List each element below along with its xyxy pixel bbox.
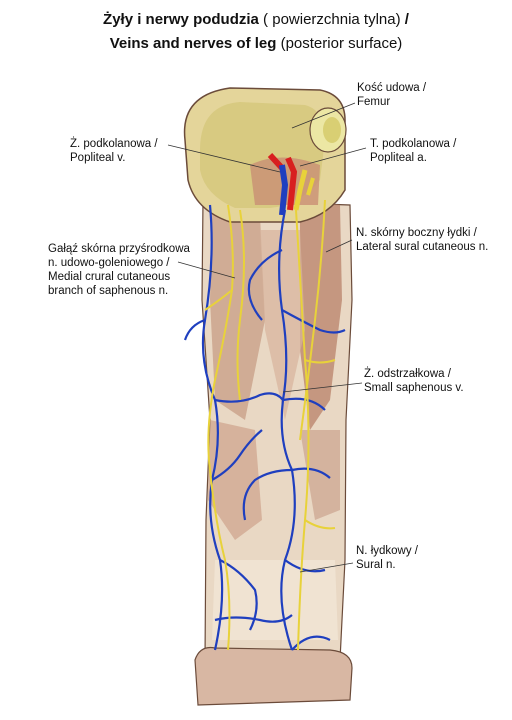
medial-vein bbox=[201, 204, 224, 651]
vein-branch-7 bbox=[211, 429, 263, 481]
lateral-sural-nerve bbox=[299, 199, 326, 441]
label-sural-pl: N. łydkowy / bbox=[356, 545, 418, 557]
vein-network bbox=[183, 204, 346, 651]
nerve-branch-b bbox=[304, 359, 336, 364]
label-sural: N. łydkowy / Sural n. bbox=[356, 544, 418, 572]
medial-crural-nerve bbox=[207, 204, 234, 471]
leader-small-saphenous bbox=[282, 382, 363, 393]
label-popliteal-vein: Ż. podkolanowa / Popliteal v. bbox=[70, 137, 158, 165]
label-small-saphenous-pl: Ż. odstrzałkowa / bbox=[364, 368, 451, 380]
label-medial-crural-3: Medial crural cutaneous bbox=[48, 271, 171, 283]
leader-lines bbox=[167, 102, 367, 573]
vein-branch-4 bbox=[214, 392, 284, 403]
nerve-branch-c bbox=[209, 469, 231, 651]
vein-branch-2 bbox=[281, 309, 346, 334]
label-sural-en: Sural n. bbox=[356, 559, 396, 571]
leader-lateral-sural bbox=[325, 239, 353, 253]
label-popliteal-vein-en: Popliteal v. bbox=[70, 152, 126, 164]
label-lateral-sural: N. skórny boczny łydki / Lateral sural c… bbox=[356, 226, 488, 254]
label-medial-crural-1: Gałąź skórna przyśrodkowa bbox=[48, 243, 190, 255]
leader-popliteal-vein bbox=[167, 144, 281, 173]
vein-branch-5 bbox=[242, 468, 293, 521]
tibial-nerve bbox=[293, 169, 308, 211]
popliteal-artery bbox=[285, 156, 298, 211]
vein-branch-11 bbox=[247, 248, 283, 321]
vein-branch-8 bbox=[284, 559, 326, 573]
title-english-bold: Veins and nerves of leg bbox=[109, 35, 277, 52]
label-small-saphenous: Ż. odstrzałkowa / Small saphenous v. bbox=[364, 367, 464, 395]
label-femur: Kość udowa / Femur bbox=[357, 81, 426, 109]
title-polish-light: ( powierzchnia tylna) bbox=[258, 11, 405, 28]
muscle-lateral bbox=[300, 200, 342, 430]
title-english: Veins and nerves of leg (posterior surfa… bbox=[0, 34, 512, 54]
nerve-branch-d bbox=[304, 519, 336, 530]
label-medial-crural: Gałąź skórna przyśrodkowa n. udowo-golen… bbox=[48, 242, 190, 298]
medial-crural-nerve-2 bbox=[236, 209, 245, 401]
label-popliteal-vein-pl: Ż. podkolanowa / bbox=[70, 138, 158, 150]
label-popliteal-artery-en: Popliteal a. bbox=[370, 152, 427, 164]
foot-base bbox=[194, 646, 353, 706]
label-popliteal-artery-pl: T. podkolanowa / bbox=[370, 138, 457, 150]
title-polish: Żyły i nerwy podudzia ( powierzchnia tyl… bbox=[0, 10, 512, 30]
vein-branch-1 bbox=[183, 318, 206, 341]
popliteal-vein bbox=[279, 164, 289, 216]
label-small-saphenous-en: Small saphenous v. bbox=[364, 382, 464, 394]
vein-branch-12 bbox=[214, 614, 293, 623]
leader-medial-crural bbox=[177, 261, 236, 279]
label-popliteal-artery: T. podkolanowa / Popliteal a. bbox=[370, 137, 456, 165]
title-slash: / bbox=[404, 11, 409, 28]
label-medial-crural-4: branch of saphenous n. bbox=[48, 285, 169, 297]
muscle-lower-right bbox=[300, 430, 340, 520]
ankle-area bbox=[212, 560, 338, 640]
leader-femur bbox=[291, 102, 356, 129]
nerve-branch-a bbox=[204, 289, 233, 311]
label-medial-crural-2: n. udowo-goleniowego / bbox=[48, 257, 170, 269]
vein-branch-6 bbox=[291, 467, 331, 479]
title-english-light: (posterior surface) bbox=[276, 35, 403, 52]
tibial-nerve-2 bbox=[306, 177, 315, 196]
small-saphenous-vein bbox=[278, 209, 296, 651]
label-lateral-sural-en: Lateral sural cutaneous n. bbox=[356, 241, 489, 253]
muscle-lower-left bbox=[208, 420, 262, 540]
leader-popliteal-artery bbox=[299, 147, 367, 167]
label-femur-en: Femur bbox=[357, 96, 391, 108]
title-polish-bold: Żyły i nerwy podudzia bbox=[103, 11, 259, 28]
muscle-medial bbox=[210, 210, 265, 420]
nerve-network bbox=[204, 199, 336, 651]
sural-nerve bbox=[295, 209, 310, 651]
leader-sural bbox=[299, 562, 354, 573]
femur-marrow bbox=[323, 117, 341, 143]
label-femur-pl: Kość udowa / bbox=[357, 82, 427, 94]
vein-branch-10 bbox=[291, 635, 331, 651]
muscle-center bbox=[260, 230, 305, 420]
label-lateral-sural-pl: N. skórny boczny łydki / bbox=[356, 227, 477, 239]
